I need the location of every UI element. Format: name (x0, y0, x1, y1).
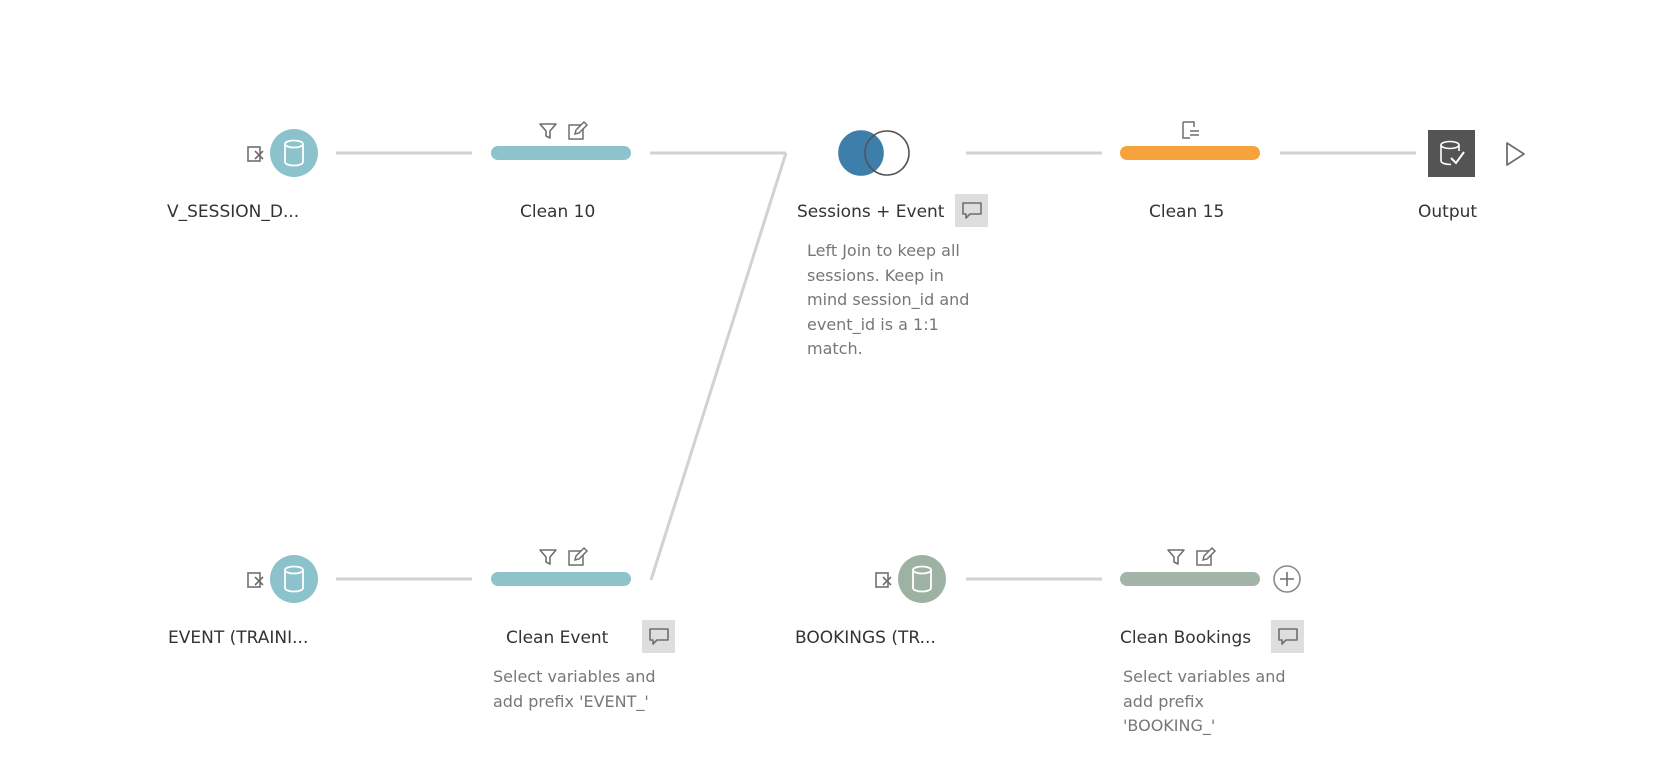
node-label-clean10[interactable]: Clean 10 (520, 202, 596, 222)
note-line: event_id is a 1:1 (807, 314, 939, 334)
clean-step-bar[interactable] (491, 572, 631, 586)
connector-cleanevent-join (649, 152, 788, 581)
node-label-event[interactable]: EVENT (TRAINI... (168, 628, 309, 648)
comment-icon (1277, 627, 1298, 645)
node-label-v-session[interactable]: V_SESSION_D... (167, 202, 300, 222)
edit-icon (568, 546, 589, 566)
note-line: mind session_id and (807, 290, 970, 309)
node-label-bookings[interactable]: BOOKINGS (TR... (795, 628, 936, 648)
note-line: Select variables and (493, 667, 656, 686)
clean-step-bar[interactable] (1120, 146, 1260, 160)
remove-input-icon[interactable] (246, 570, 266, 590)
comment-button-clean-bookings[interactable] (1271, 620, 1304, 653)
clean-bookings-note: Select variables and add prefix 'BOOKING… (1123, 665, 1286, 739)
edit-icon (1196, 546, 1217, 566)
node-label-clean-bookings[interactable]: Clean Bookings (1120, 628, 1252, 648)
rename-icon (1182, 121, 1199, 139)
note-line: match. (807, 339, 863, 358)
run-flow-icon[interactable] (1504, 141, 1526, 167)
database-icon[interactable] (270, 555, 318, 603)
note-line: Left Join to keep all (807, 241, 960, 260)
join-note: Left Join to keep all sessions. Keep in … (807, 239, 969, 362)
add-step-icon[interactable] (1272, 564, 1302, 594)
edit-icon (568, 120, 589, 140)
comment-button-clean-event[interactable] (642, 620, 675, 653)
note-line: add prefix (1123, 691, 1204, 711)
node-label-clean-event[interactable]: Clean Event (506, 628, 609, 648)
comment-icon (648, 627, 669, 645)
clean-event-note: Select variables and add prefix 'EVENT_' (493, 665, 656, 714)
database-icon[interactable] (270, 129, 318, 177)
note-line: sessions. Keep in (807, 265, 944, 285)
node-label-join[interactable]: Sessions + Event (797, 202, 945, 222)
node-label-output[interactable]: Output (1418, 202, 1478, 222)
filter-icon (539, 123, 557, 139)
database-icon[interactable] (898, 555, 946, 603)
node-label-clean15[interactable]: Clean 15 (1149, 202, 1225, 222)
note-line: Select variables and (1123, 667, 1286, 686)
note-line: add prefix 'EVENT_' (493, 691, 649, 711)
filter-icon (539, 549, 557, 565)
clean-step-bar[interactable] (1120, 572, 1260, 586)
filter-icon (1167, 549, 1185, 565)
comment-icon (961, 201, 982, 219)
output-check-icon[interactable] (1428, 130, 1475, 177)
comment-button-join[interactable] (955, 194, 988, 227)
note-line: 'BOOKING_' (1123, 716, 1216, 735)
clean-step-bar[interactable] (491, 146, 631, 160)
remove-input-icon[interactable] (874, 570, 894, 590)
remove-input-icon[interactable] (246, 144, 266, 164)
venn-join-icon[interactable] (836, 128, 912, 178)
